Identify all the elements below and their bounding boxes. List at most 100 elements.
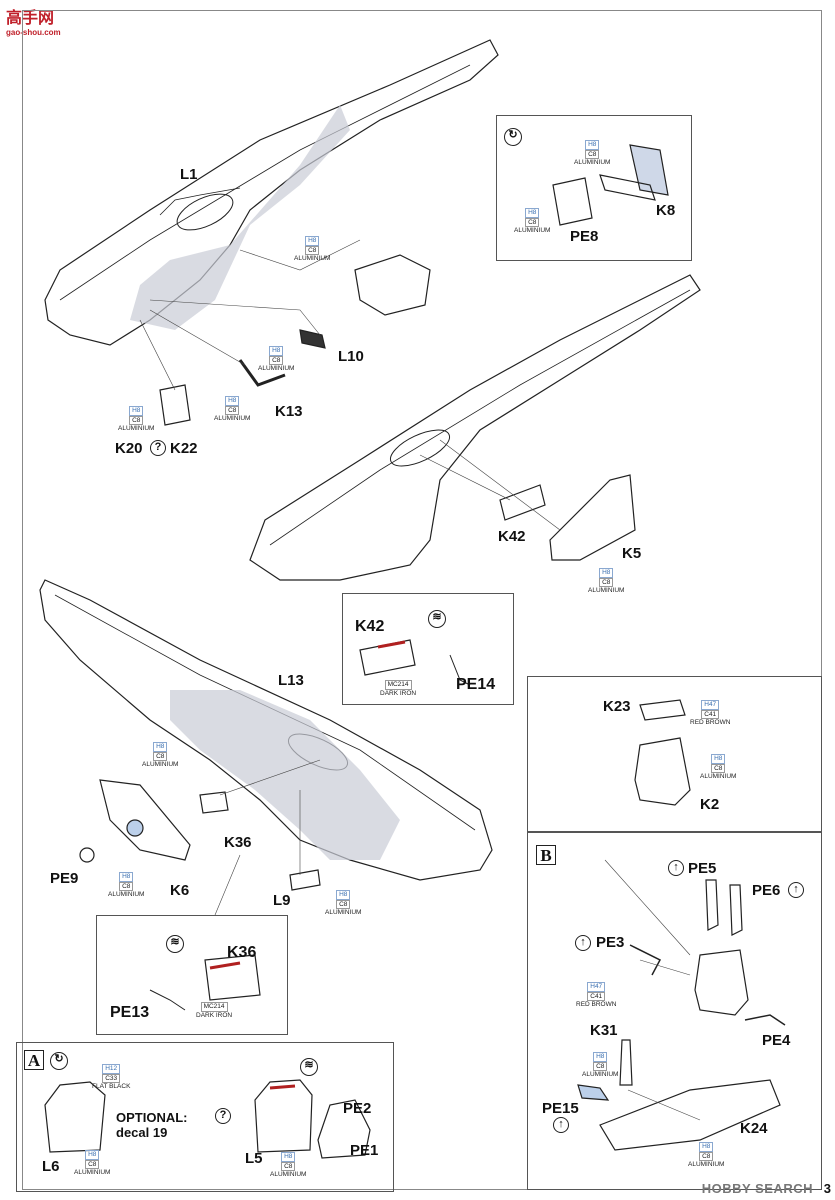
paint-callout-pe8: H8 C8 ALUMINIUM — [514, 208, 551, 234]
paint-callout-k13: H8 C8 ALUMINIUM — [214, 396, 251, 422]
detail-box-k36 — [96, 915, 288, 1035]
label-pe9: PE9 — [50, 870, 79, 887]
site-logo-text: 高手网 — [6, 10, 55, 27]
label-l13: L13 — [278, 672, 304, 689]
paint-callout-l1: H8 C8 ALUMINIUM — [294, 236, 331, 262]
label-l9: L9 — [273, 892, 291, 909]
alternative-icon: ? — [150, 440, 166, 456]
part-k2 — [634, 737, 691, 806]
fuselage-half-l13 — [39, 579, 493, 881]
paint-callout-l6-alu: H8 C8 ALUMINIUM — [74, 1150, 111, 1176]
label-k36: K36 — [224, 834, 252, 851]
photo-etch-icon-k36: ≋ — [166, 935, 184, 953]
label-l5: L5 — [245, 1150, 263, 1167]
paint-callout-k31-red: H47 C41 RED BROWN — [576, 982, 617, 1008]
paint-callout-l6-black: H12 C33 FLAT BLACK — [92, 1064, 131, 1090]
paint-callout-l13: H8 C8 ALUMINIUM — [142, 742, 179, 768]
label-k42-detail: K42 — [355, 618, 385, 635]
page-number: 3 — [823, 1181, 831, 1196]
label-pe15: PE15 — [542, 1100, 579, 1117]
label-k36-detail: K36 — [227, 944, 257, 961]
label-pe4: PE4 — [762, 1032, 791, 1049]
part-k31 — [619, 1039, 633, 1086]
part-l9 — [289, 869, 321, 891]
part-seat-b — [694, 949, 749, 1016]
part-k24 — [599, 1079, 781, 1151]
label-pe14: PE14 — [456, 676, 496, 693]
paint-callout-k6: H8 C8 ALUMINIUM — [108, 872, 145, 898]
watermark-hobbysearch: HOBBY SEARCH — [701, 1181, 813, 1196]
label-pe6: PE6 — [752, 882, 781, 899]
label-pe5: PE5 — [688, 860, 717, 877]
alternative-icon-a: ? — [215, 1108, 231, 1124]
label-k22: K22 — [170, 440, 198, 457]
fuselage-half-l1 — [44, 39, 499, 346]
bend-icon-pe15: ↑ — [553, 1117, 569, 1133]
part-pe6 — [729, 884, 743, 936]
bend-icon-pe3: ↑ — [575, 935, 591, 951]
paint-callout-k8: H8 C8 ALUMINIUM — [574, 140, 611, 166]
paint-callout-k2: H8 C8 ALUMINIUM — [700, 754, 737, 780]
optional-text: decal 19 — [116, 1125, 168, 1140]
label-k20: K20 — [115, 440, 143, 457]
site-logo: 高手网 gao-shou.com — [6, 4, 61, 37]
label-l6: L6 — [42, 1158, 60, 1175]
part-pe9 — [79, 847, 95, 863]
label-l1: L1 — [180, 166, 198, 183]
photo-etch-icon-a: ≋ — [300, 1058, 318, 1076]
paint-callout-k36-detail: MC214 DARK IRON — [196, 1002, 233, 1019]
label-k8: K8 — [656, 202, 676, 219]
part-k42 — [499, 484, 546, 521]
page-frame — [22, 10, 822, 1190]
part-k8 — [629, 144, 669, 196]
paint-callout-l9: H8 C8 ALUMINIUM — [325, 890, 362, 916]
part-k13 — [238, 359, 286, 387]
section-seat — [527, 676, 822, 832]
paint-callout-k20: H8 C8 ALUMINIUM — [118, 406, 155, 432]
label-k23: K23 — [603, 698, 631, 715]
paint-callout-k23: H47 C41 RED BROWN — [690, 700, 731, 726]
label-pe3: PE3 — [596, 934, 625, 951]
part-l6 — [44, 1081, 106, 1153]
section-letter-a: A — [24, 1050, 44, 1070]
optional-note: OPTIONAL: decal 19 — [116, 1110, 188, 1140]
paint-callout-l5: H8 C8 ALUMINIUM — [270, 1152, 307, 1178]
label-k24: K24 — [740, 1120, 768, 1137]
label-k13: K13 — [275, 403, 303, 420]
label-pe1: PE1 — [350, 1142, 379, 1159]
detail-box-k42 — [342, 593, 514, 705]
label-k5: K5 — [622, 545, 642, 562]
label-k6: K6 — [170, 882, 190, 899]
fuselage-half-middle — [249, 274, 701, 581]
label-pe2: PE2 — [343, 1100, 372, 1117]
part-k36 — [199, 791, 229, 814]
bend-icon-pe5: ↑ — [668, 860, 684, 876]
section-b — [527, 832, 822, 1190]
paint-callout-l10: H8 C8 ALUMINIUM — [258, 346, 295, 372]
photo-etch-icon: ≋ — [428, 610, 446, 628]
part-l5 — [254, 1079, 313, 1153]
paint-callout-k5: H8 C8 ALUMINIUM — [588, 568, 625, 594]
detail-box-k8 — [496, 115, 692, 261]
rotate-icon: ↻ — [504, 128, 522, 146]
label-k31: K31 — [590, 1022, 618, 1039]
site-logo-url: gao-shou.com — [6, 28, 61, 37]
section-letter-b: B — [536, 845, 556, 865]
part-k6 — [99, 779, 191, 861]
paint-callout-k24: H8 C8 ALUMINIUM — [688, 1142, 725, 1168]
label-k42: K42 — [498, 528, 526, 545]
part-pe8 — [552, 177, 593, 226]
part-k20-k22 — [159, 384, 191, 426]
optional-title: OPTIONAL: — [116, 1110, 188, 1125]
part-k5 — [549, 474, 636, 561]
part-pe1 — [317, 1099, 371, 1159]
part-box — [354, 254, 431, 316]
part-k23 — [639, 699, 686, 721]
paint-callout-k31-alu: H8 C8 ALUMINIUM — [582, 1052, 619, 1078]
label-pe8: PE8 — [570, 228, 599, 245]
bend-icon-pe6: ↑ — [788, 882, 804, 898]
paint-callout-k42-detail: MC214 DARK IRON — [380, 680, 417, 697]
label-l10: L10 — [338, 348, 364, 365]
part-pe4 — [744, 1014, 786, 1026]
